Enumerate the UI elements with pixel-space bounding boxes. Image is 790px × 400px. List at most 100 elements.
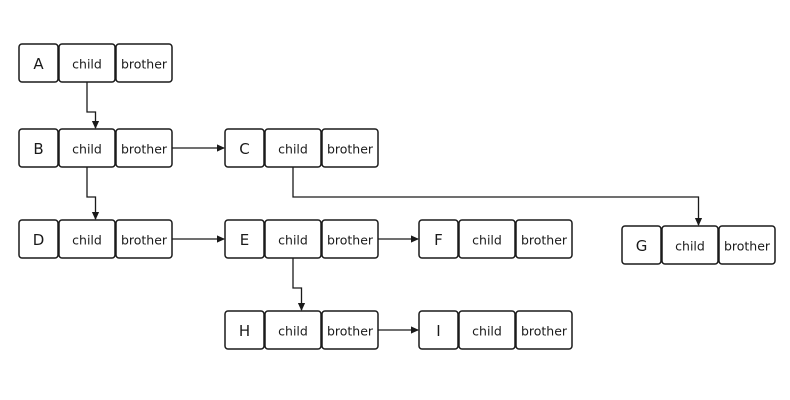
node-d-child-cell: child [58, 219, 116, 259]
node-d-brother-cell-box [115, 219, 173, 259]
node-h-child-cell: child [264, 310, 322, 350]
node-i-child-cell-box [458, 310, 516, 350]
edge-child-a-to-b-arrowhead [91, 121, 100, 129]
node-b-name-cell: B [18, 128, 59, 168]
node-b-brother-cell-box [115, 128, 173, 168]
node-h-brother-cell-text: brother [327, 324, 374, 339]
edge-child-e-to-h-arrowhead [297, 303, 306, 311]
node-a-child-cell: child [58, 43, 116, 83]
node-d-brother-cell: brother [115, 219, 173, 259]
node-a-child-cell-text: child [72, 57, 102, 72]
node-e-brother-cell: brother [321, 219, 379, 259]
node-d-brother-cell-text: brother [121, 233, 168, 248]
node-g-name-cell: G [621, 225, 662, 265]
node-e-brother-cell-text: brother [327, 233, 374, 248]
edge-child-a-to-b [86, 82, 100, 129]
node-e-name-cell: E [224, 219, 265, 259]
edge-child-b-to-d-line [86, 167, 97, 219]
node-f-child-cell-text: child [472, 233, 502, 248]
node-g-brother-cell-text: brother [724, 239, 771, 254]
node-b-name-cell-text: B [33, 140, 43, 158]
edges-layer [86, 82, 703, 334]
node-e-child-cell-box [264, 219, 322, 259]
edge-brother-b-to-c [172, 144, 225, 152]
node-g-child-cell-box [661, 225, 719, 265]
node-c-child-cell: child [264, 128, 322, 168]
node-i-name-cell-box [418, 310, 459, 350]
node-e-child-cell-text: child [278, 233, 308, 248]
node-a-name-cell-text: A [33, 55, 44, 73]
node-h-brother-cell: brother [321, 310, 379, 350]
edge-brother-e-to-f-arrowhead [411, 235, 419, 243]
node-c-name-cell-text: C [239, 140, 249, 158]
node-e-name-cell-text: E [240, 231, 249, 249]
node-h-name-cell-text: H [239, 322, 250, 340]
node-a-brother-cell-box [115, 43, 173, 83]
node-d-name-cell-box [18, 219, 59, 259]
edge-child-b-to-d [86, 167, 100, 220]
node-e-name-cell-box [224, 219, 265, 259]
node-i-name-cell: I [418, 310, 459, 350]
node-i-name-cell-text: I [436, 322, 440, 340]
node-i-child-cell: child [458, 310, 516, 350]
node-i-child-cell-text: child [472, 324, 502, 339]
node-i-brother-cell-text: brother [521, 324, 568, 339]
node-a-brother-cell: brother [115, 43, 173, 83]
node-g-name-cell-box [621, 225, 662, 265]
edge-brother-h-to-i [378, 326, 419, 334]
edge-child-e-to-h [292, 258, 306, 311]
node-i-brother-cell-box [515, 310, 573, 350]
edge-child-e-to-h-line [292, 258, 303, 310]
edge-child-c-to-g-line [292, 167, 700, 225]
edge-child-a-to-b-line [86, 82, 97, 128]
node-c-brother-cell: brother [321, 128, 379, 168]
node-h-name-cell: H [224, 310, 265, 350]
node-d-name-cell-text: D [33, 231, 45, 249]
node-g-child-cell-text: child [675, 239, 705, 254]
node-i-brother-cell: brother [515, 310, 573, 350]
edge-brother-e-to-f [378, 235, 419, 243]
node-f-name-cell-box [418, 219, 459, 259]
node-c-child-cell-text: child [278, 142, 308, 157]
node-a-brother-cell-text: brother [121, 57, 168, 72]
node-g-child-cell: child [661, 225, 719, 265]
node-g-brother-cell: brother [718, 225, 776, 265]
edge-brother-h-to-i-arrowhead [411, 326, 419, 334]
node-b-child-cell-text: child [72, 142, 102, 157]
node-c-brother-cell-text: brother [327, 142, 374, 157]
node-a-name-cell: A [18, 43, 59, 83]
node-c-brother-cell-box [321, 128, 379, 168]
node-g-name-cell-text: G [636, 237, 648, 255]
node-b-child-cell: child [58, 128, 116, 168]
node-b-brother-cell: brother [115, 128, 173, 168]
node-a-child-cell-box [58, 43, 116, 83]
edge-brother-d-to-e [172, 235, 225, 243]
node-f-brother-cell-box [515, 219, 573, 259]
node-e-brother-cell-box [321, 219, 379, 259]
edge-child-c-to-g-arrowhead [694, 218, 703, 226]
node-f-brother-cell-text: brother [521, 233, 568, 248]
node-e-child-cell: child [264, 219, 322, 259]
edge-brother-b-to-c-arrowhead [217, 144, 225, 152]
node-d-child-cell-box [58, 219, 116, 259]
node-b-child-cell-box [58, 128, 116, 168]
node-c-name-cell-box [224, 128, 265, 168]
node-h-brother-cell-box [321, 310, 379, 350]
edge-child-b-to-d-arrowhead [91, 212, 100, 220]
node-f-brother-cell: brother [515, 219, 573, 259]
node-h-child-cell-box [264, 310, 322, 350]
node-b-brother-cell-text: brother [121, 142, 168, 157]
node-g-brother-cell-box [718, 225, 776, 265]
edge-brother-d-to-e-arrowhead [217, 235, 225, 243]
